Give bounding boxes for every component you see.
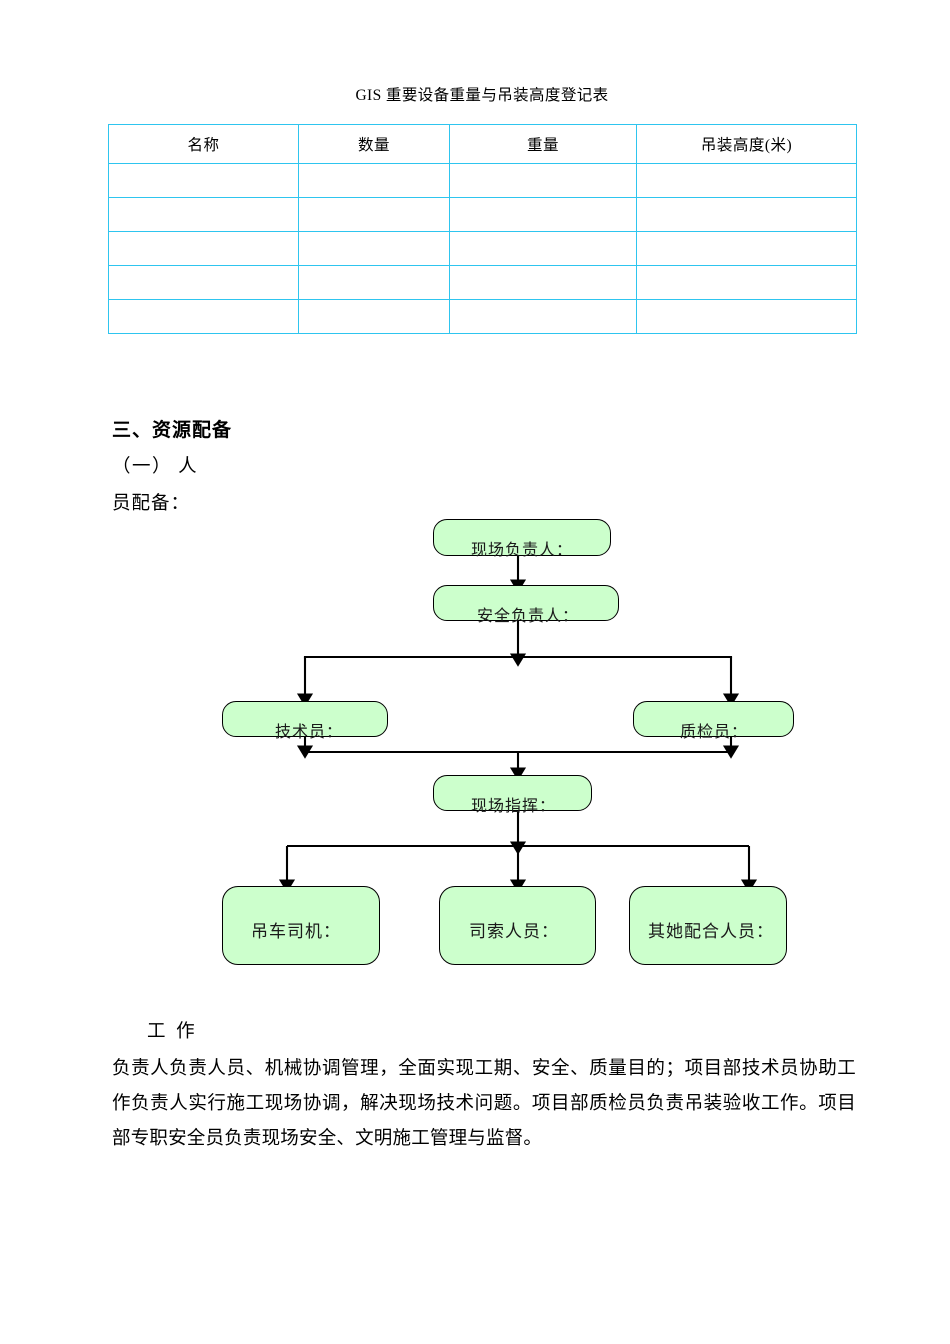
table-cell[interactable] xyxy=(636,197,857,232)
body-paragraph: 负责人负责人员、机械协调管理，全面实现工期、安全、质量目的；项目部技术员协助工作… xyxy=(112,1059,856,1149)
flow-node-quality-inspector[interactable] xyxy=(633,701,794,737)
table-cell[interactable] xyxy=(108,265,299,300)
equipment-registration-table: 名称 数量 重量 吊装高度(米) xyxy=(108,124,857,334)
table-cell[interactable] xyxy=(449,265,637,300)
table-row[interactable] xyxy=(108,265,857,300)
table-cell[interactable] xyxy=(636,299,857,334)
flow-node-label-site-commander: 现场指挥： xyxy=(471,798,557,815)
table-row[interactable] xyxy=(108,231,857,266)
flow-node-other-support[interactable] xyxy=(629,886,787,965)
column-header-qty: 数量 xyxy=(298,124,450,164)
flow-node-label-crane-operator: 吊车司机： xyxy=(251,922,341,941)
subsection-heading-a: （一） 人 xyxy=(112,457,199,477)
table-title: GIS 重要设备重量与吊装高度登记表 xyxy=(355,87,609,104)
table-cell[interactable] xyxy=(449,163,637,198)
subsection-heading-b: 员配备： xyxy=(112,494,191,514)
table-cell[interactable] xyxy=(298,197,450,232)
flow-node-label-site-manager: 现场负责人： xyxy=(471,542,574,559)
flow-node-site-commander[interactable] xyxy=(433,775,592,811)
table-cell[interactable] xyxy=(298,163,450,198)
section-heading: 三、资源配备 xyxy=(112,420,233,441)
table-row[interactable] xyxy=(108,299,857,334)
flow-node-label-other-support: 其她配合人员： xyxy=(648,922,774,941)
table-row[interactable] xyxy=(108,163,857,198)
table-cell[interactable] xyxy=(108,163,299,198)
flow-node-rigger[interactable] xyxy=(439,886,596,965)
flow-node-label-rigger: 司索人员： xyxy=(469,922,559,941)
flow-node-technician[interactable] xyxy=(222,701,388,737)
table-row[interactable] xyxy=(108,197,857,232)
table-cell[interactable] xyxy=(298,299,450,334)
table-cell[interactable] xyxy=(298,265,450,300)
flow-node-label-safety-manager: 安全负责人： xyxy=(477,608,580,625)
column-header-name: 名称 xyxy=(108,124,299,164)
flow-node-site-manager[interactable] xyxy=(433,519,611,556)
table-cell[interactable] xyxy=(449,299,637,334)
flow-node-safety-manager[interactable] xyxy=(433,585,619,621)
flow-node-label-quality-inspector: 质检员： xyxy=(680,724,749,741)
column-header-height: 吊装高度(米) xyxy=(636,124,857,164)
table-cell[interactable] xyxy=(636,231,857,266)
flow-node-label-technician: 技术员： xyxy=(275,724,344,741)
table-cell[interactable] xyxy=(108,231,299,266)
work-label: 工 作 xyxy=(147,1022,198,1042)
column-header-weight: 重量 xyxy=(449,124,637,164)
table-header-row: 名称 数量 重量 吊装高度(米) xyxy=(108,124,857,164)
table-cell[interactable] xyxy=(449,231,637,266)
table-cell[interactable] xyxy=(636,163,857,198)
flow-node-crane-operator[interactable] xyxy=(222,886,380,965)
table-cell[interactable] xyxy=(108,197,299,232)
table-cell[interactable] xyxy=(636,265,857,300)
table-cell[interactable] xyxy=(298,231,450,266)
table-cell[interactable] xyxy=(449,197,637,232)
table-cell[interactable] xyxy=(108,299,299,334)
